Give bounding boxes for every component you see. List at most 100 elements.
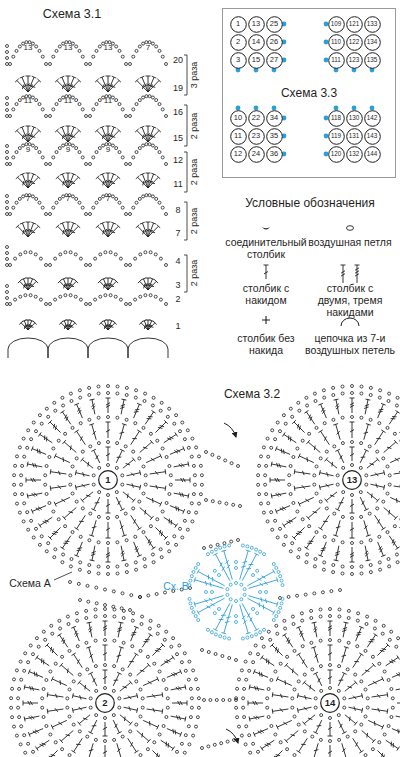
chain-stitch	[259, 550, 262, 553]
chain-stitch	[388, 392, 391, 395]
chain-stitch	[279, 527, 282, 530]
stitch-fan	[22, 320, 28, 330]
chain-stitch	[306, 404, 309, 407]
stitch-symbol	[117, 647, 124, 663]
join-dot	[282, 22, 287, 27]
chain-stitch	[81, 450, 84, 453]
circle-outline	[364, 16, 380, 32]
stitch-symbol	[312, 622, 318, 637]
scheme-3-2-chart	[10, 385, 400, 757]
chain-stitch	[165, 63, 168, 66]
chain-stitch	[143, 400, 146, 403]
stitch-symbol	[63, 508, 77, 520]
chain-stitch	[359, 491, 362, 494]
chain-stitch	[378, 396, 381, 399]
chain-stitch	[315, 492, 318, 495]
chain-stitch	[275, 566, 278, 569]
stitch-symbol	[120, 399, 126, 414]
stitch-symbol	[75, 470, 89, 476]
flower-stitch	[247, 569, 275, 586]
stitch-symbol	[51, 720, 67, 729]
motif-order-circle: 24	[248, 146, 265, 163]
chain-stitch	[172, 637, 175, 640]
chain-stitch	[129, 163, 132, 166]
chain-stitch	[132, 450, 135, 453]
chain-stitch	[16, 455, 19, 458]
motif-number: 24	[248, 146, 265, 163]
chain-stitch	[263, 628, 266, 631]
circle-outline	[266, 52, 282, 68]
chain-stitch	[144, 565, 147, 568]
chain-stitch	[68, 754, 71, 757]
chain-stitch	[52, 55, 55, 58]
chain-stitch	[78, 103, 81, 106]
stitch-fan	[136, 176, 148, 189]
motif-number: 2	[230, 34, 247, 51]
chain-stitch	[68, 715, 71, 718]
chain-stitch	[183, 438, 186, 441]
stitch-symbol	[106, 447, 111, 461]
chain-stitch	[314, 400, 317, 403]
chain-stitch	[356, 619, 359, 622]
chain-stitch	[59, 253, 62, 256]
chain-stitch	[35, 45, 38, 48]
chain-stitch	[89, 213, 92, 216]
chain-stitch	[313, 592, 316, 595]
chain-stitch	[76, 645, 79, 648]
chain-stitch	[296, 594, 299, 597]
legend-entry: воздушная петля	[302, 236, 398, 248]
stitch-symbol	[106, 499, 111, 513]
flower-stitch	[249, 577, 278, 588]
chain-stitch	[292, 502, 295, 505]
chain-stitch	[207, 651, 210, 654]
chain-stitch	[323, 535, 326, 538]
stitch-symbol	[364, 399, 370, 414]
chain-stitch	[166, 542, 169, 545]
join-dot	[324, 22, 329, 27]
chain-stitch	[266, 520, 269, 523]
chain-stitch	[79, 535, 82, 538]
stitch-symbol	[78, 681, 91, 692]
chain-stitch	[62, 144, 65, 147]
chain-stitch	[104, 615, 107, 618]
chain-count: 7	[26, 195, 30, 203]
chain-stitch	[148, 194, 151, 197]
chain-stitch	[310, 609, 313, 612]
motif-number: 144	[364, 146, 381, 163]
chain-stitch	[107, 517, 110, 520]
stitch-symbol	[167, 669, 182, 677]
chain-stitch	[31, 144, 34, 147]
chain-stitch	[88, 564, 91, 567]
chain-stitch	[18, 511, 21, 514]
chain-stitch	[104, 639, 107, 642]
legend-symbol	[264, 265, 269, 279]
flower-stitch	[247, 598, 275, 615]
chain-stitch	[6, 258, 9, 261]
chain-stitch	[89, 115, 92, 118]
stitch-symbol	[356, 626, 364, 641]
motif-number: 15	[248, 52, 265, 69]
chain-stitch	[129, 673, 132, 676]
stitch-fan	[28, 176, 40, 189]
motif-number: 36	[266, 146, 283, 163]
stitch-symbol	[28, 669, 43, 677]
chain-stitch	[280, 579, 283, 582]
chain-stitch	[68, 688, 71, 691]
chain-stitch	[308, 432, 311, 435]
chain-stitch	[371, 748, 374, 751]
stitch-fan	[60, 173, 68, 188]
stitch-symbol	[87, 622, 93, 637]
stitch-symbol	[319, 470, 333, 476]
chain-stitch	[382, 457, 385, 460]
chain-stitch	[151, 553, 154, 556]
chain-stitch	[102, 195, 105, 198]
chain-stitch	[97, 565, 100, 568]
stitch-symbol	[117, 743, 124, 757]
motif-order-circle: 34	[266, 110, 283, 127]
chain-stitch	[218, 501, 221, 504]
chain-stitch	[107, 542, 110, 545]
chain-stitch	[86, 584, 89, 587]
stitch-symbol	[342, 622, 348, 637]
chain-stitch	[262, 645, 265, 648]
chain-stitch	[188, 660, 191, 663]
